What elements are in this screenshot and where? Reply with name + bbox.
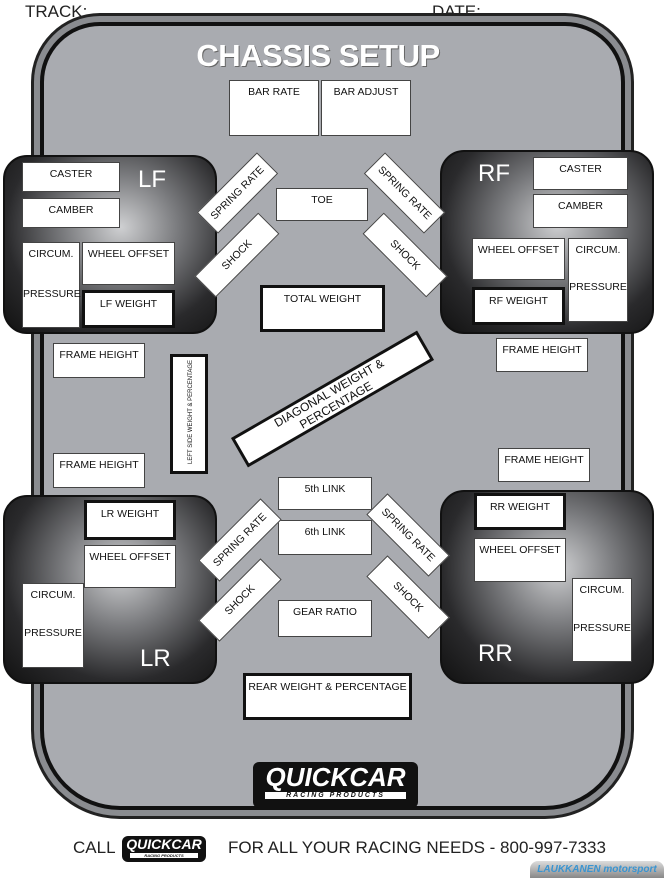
bar-adjust-field[interactable]: BAR ADJUST bbox=[321, 80, 411, 136]
rear-weight-field[interactable]: REAR WEIGHT & PERCENTAGE bbox=[243, 673, 412, 720]
rf-camber-field[interactable]: CAMBER bbox=[533, 194, 628, 228]
quickcar-logo: QUICKCAR RACING PRODUCTS bbox=[253, 762, 418, 808]
logo-sub: RACING PRODUCTS bbox=[265, 792, 406, 799]
lf-circum-pressure-field[interactable]: CIRCUM. PRESSURE bbox=[22, 242, 81, 328]
pressure-label: PRESSURE bbox=[569, 281, 627, 293]
rf-caster-field[interactable]: CASTER bbox=[533, 157, 628, 190]
rf-frame-height-field[interactable]: FRAME HEIGHT bbox=[496, 338, 588, 372]
left-side-weight-label: LEFT SIDE WEIGHT & PERCENTAGE bbox=[188, 359, 194, 465]
circum-label: CIRCUM. bbox=[575, 244, 621, 256]
lf-label: LF bbox=[138, 166, 167, 193]
pressure-label: PRESSURE bbox=[23, 288, 81, 300]
total-weight-field[interactable]: TOTAL WEIGHT bbox=[260, 285, 385, 332]
rr-circum-pressure-field[interactable]: CIRCUM. PRESSURE bbox=[572, 578, 632, 662]
rr-weight-field[interactable]: RR WEIGHT bbox=[474, 493, 566, 530]
circum-label: CIRCUM. bbox=[30, 589, 76, 601]
left-side-weight-field[interactable]: LEFT SIDE WEIGHT & PERCENTAGE bbox=[170, 354, 208, 474]
track-label: TRACK: bbox=[25, 2, 88, 21]
footer-call: CALL bbox=[73, 838, 116, 857]
page-title: CHASSIS SETUP bbox=[196, 38, 440, 73]
footer-quickcar-logo: QUICKCAR RACING PRODUCTS bbox=[122, 836, 206, 862]
rf-wheel-offset-field[interactable]: WHEEL OFFSET bbox=[472, 238, 565, 280]
rr-frame-height-field[interactable]: FRAME HEIGHT bbox=[498, 448, 590, 482]
watermark-logo: LAUKKANEN motorsport bbox=[530, 861, 664, 878]
lf-camber-field[interactable]: CAMBER bbox=[22, 198, 120, 228]
rr-label: RR bbox=[478, 640, 513, 667]
date-label: DATE: bbox=[432, 2, 481, 21]
rf-circum-pressure-field[interactable]: CIRCUM. PRESSURE bbox=[568, 238, 628, 322]
rf-label: RF bbox=[478, 160, 510, 187]
toe-field[interactable]: TOE bbox=[276, 188, 368, 221]
lf-frame-height-field[interactable]: FRAME HEIGHT bbox=[53, 343, 145, 378]
footer-text: FOR ALL YOUR RACING NEEDS - 800-997-7333 bbox=[228, 838, 606, 857]
logo-brand: QUICKCAR bbox=[126, 836, 202, 852]
lr-label: LR bbox=[140, 645, 171, 672]
lr-frame-height-field[interactable]: FRAME HEIGHT bbox=[53, 453, 145, 488]
circum-label: CIRCUM. bbox=[28, 248, 74, 260]
6th-link-field[interactable]: 6th LINK bbox=[278, 520, 372, 555]
rr-wheel-offset-field[interactable]: WHEEL OFFSET bbox=[474, 538, 566, 582]
logo-brand: QUICKCAR bbox=[265, 762, 406, 792]
lr-wheel-offset-field[interactable]: WHEEL OFFSET bbox=[84, 545, 176, 588]
lr-weight-field[interactable]: LR WEIGHT bbox=[84, 500, 176, 540]
lr-circum-pressure-field[interactable]: CIRCUM. PRESSURE bbox=[22, 583, 84, 668]
bar-rate-field[interactable]: BAR RATE bbox=[229, 80, 319, 136]
gear-ratio-field[interactable]: GEAR RATIO bbox=[278, 600, 372, 637]
circum-label: CIRCUM. bbox=[579, 584, 625, 596]
logo-sub: RACING PRODUCTS bbox=[130, 853, 198, 858]
pressure-label: PRESSURE bbox=[573, 622, 631, 634]
5th-link-field[interactable]: 5th LINK bbox=[278, 477, 372, 510]
lf-caster-field[interactable]: CASTER bbox=[22, 162, 120, 192]
lf-wheel-offset-field[interactable]: WHEEL OFFSET bbox=[82, 242, 175, 285]
rf-weight-field[interactable]: RF WEIGHT bbox=[472, 287, 565, 325]
lf-weight-field[interactable]: LF WEIGHT bbox=[82, 290, 175, 328]
pressure-label: PRESSURE bbox=[24, 627, 82, 639]
